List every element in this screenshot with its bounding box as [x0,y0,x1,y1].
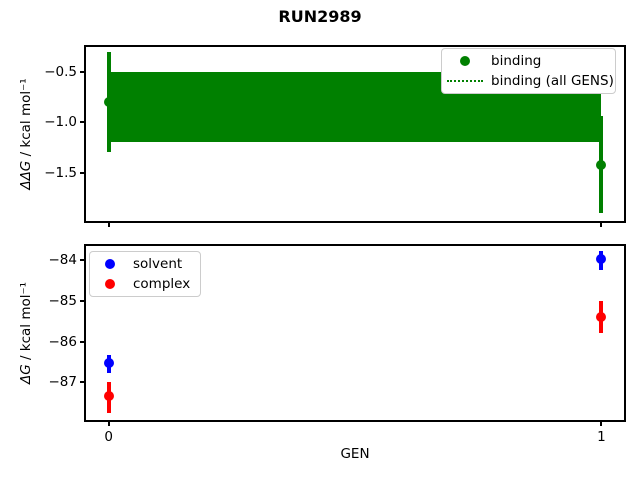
ylabel-math: ΔG [18,364,34,385]
solvent-data-point [596,254,607,265]
legend-handle [447,80,483,82]
legend-label: binding [491,53,542,69]
legend-label: complex [133,276,191,292]
solvent-data-point [103,358,114,369]
y-tick-label: −84 [48,252,78,269]
y-tick-label: −0.5 [44,63,77,80]
x-tick-label: 1 [597,429,606,445]
y-tick-mark [80,70,84,73]
y-tick-mark [80,299,84,302]
binding-data-point [596,159,607,170]
x-tick-mark [600,223,603,227]
x-axis-label: GEN [340,446,370,462]
y-tick-label: −87 [48,374,78,391]
dotted-line-icon [447,80,483,82]
complex-data-point [596,311,607,322]
ylabel-units: / kcal mol⁻¹ [18,78,34,161]
y-tick-mark [80,381,84,384]
y-tick-mark [80,340,84,343]
figure-title: RUN2989 [278,7,362,26]
binding-marker-icon [460,56,470,66]
solvation-legend: solvent complex [89,251,201,297]
legend-label: solvent [133,256,183,272]
legend-item-binding: binding [447,51,610,71]
ylabel-math: ΔΔG [18,160,34,190]
legend-handle [95,259,125,269]
x-tick-mark [107,422,110,426]
y-tick-mark [80,259,84,262]
complex-data-point [103,391,114,402]
binding-data-point [103,96,114,107]
legend-item-solvent: solvent [95,254,195,274]
legend-item-binding-all-gens: binding (all GENS) [447,71,614,91]
y-tick-label: −86 [48,333,78,350]
x-tick-label: 0 [104,429,113,445]
y-tick-mark [80,121,84,124]
solvent-marker-icon [105,259,115,269]
y-tick-label: −1.0 [44,114,77,131]
x-tick-mark [600,422,603,426]
x-tick-mark [107,223,110,227]
solvation-axes [84,244,626,422]
y-tick-mark [80,171,84,174]
y-tick-label: −1.5 [44,164,77,181]
legend-handle [447,56,483,66]
ylabel-units: / kcal mol⁻¹ [18,281,34,365]
binding-axes [84,45,626,223]
legend-label: binding (all GENS) [491,73,614,89]
binding-y-axis-label: ΔΔG / kcal mol⁻¹ [18,78,34,189]
legend-handle [95,279,125,289]
complex-marker-icon [105,279,115,289]
binding-legend: binding binding (all GENS) [441,48,616,94]
legend-item-complex: complex [95,274,195,294]
solvation-y-axis-label: ΔG / kcal mol⁻¹ [18,282,34,384]
y-tick-label: −85 [48,292,78,309]
